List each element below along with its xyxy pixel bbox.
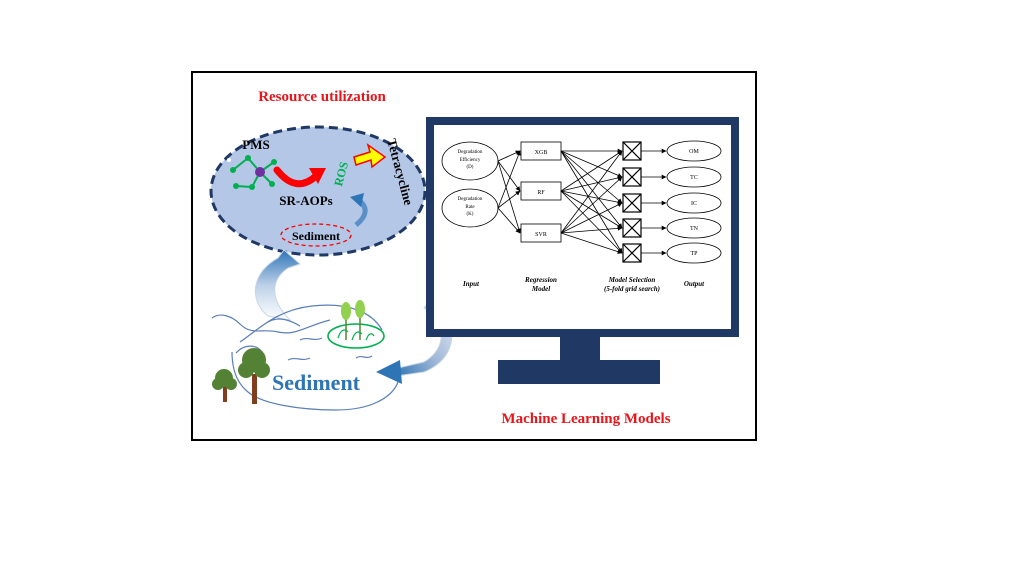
ros-label: ROS [331, 160, 351, 188]
selection-box [622, 218, 642, 238]
output-label: TP [690, 251, 698, 257]
caption-selection: Model Selection [608, 276, 656, 284]
tree-icon-left [212, 369, 237, 402]
regressor-label: XGB [535, 150, 548, 156]
sediment-small-label: Sediment [292, 229, 340, 243]
input-label: Degradation [458, 150, 483, 155]
caption-input: Input [462, 280, 480, 288]
regressor-label: RF [537, 190, 545, 196]
output-label: IC [691, 201, 697, 207]
blue-curve-arrowhead [350, 193, 364, 207]
pms-molecule-icon [227, 155, 277, 190]
caption-selection: (5-fold grid search) [604, 285, 660, 293]
sediment-big-label: Sediment [272, 370, 361, 395]
caption-regression: Regression [524, 276, 557, 284]
ml-network-diagram: Degradation Efficiency (D) Degradation R… [441, 140, 722, 293]
caption-regression: Model [531, 285, 550, 293]
sr-aops-label: SR-AOPs [279, 193, 332, 208]
selection-box [622, 167, 642, 187]
output-node [666, 217, 722, 239]
input-label: Rate [465, 205, 475, 210]
output-label: TC [690, 175, 698, 181]
selection-box [622, 193, 642, 213]
output-node [666, 166, 722, 188]
input-label: (D) [467, 165, 474, 170]
output-node [666, 242, 722, 264]
selection-box [622, 141, 642, 161]
yellow-arrow [353, 143, 387, 169]
river-landscape [211, 304, 399, 411]
ml-models-title: Machine Learning Models [501, 411, 670, 427]
pms-label: PMS [242, 137, 269, 152]
upward-swirl-arrow [254, 249, 301, 321]
sediment-oval [280, 223, 352, 247]
caption-output: Output [684, 280, 705, 288]
input-label: (K) [467, 212, 474, 217]
regressor-label: SVR [535, 232, 547, 238]
input-label: Efficiency [460, 158, 481, 163]
reed-plant-icon [327, 300, 385, 349]
selection-box [622, 243, 642, 263]
output-label: OM [689, 149, 699, 155]
tree-icon-right [238, 348, 270, 404]
input-label: Degradation [458, 197, 483, 202]
output-node [666, 192, 722, 214]
output-node [666, 140, 722, 162]
red-curved-arrow [273, 166, 326, 188]
output-label: TN [690, 226, 699, 232]
resource-utilization-title: Resource utilization [258, 89, 386, 105]
